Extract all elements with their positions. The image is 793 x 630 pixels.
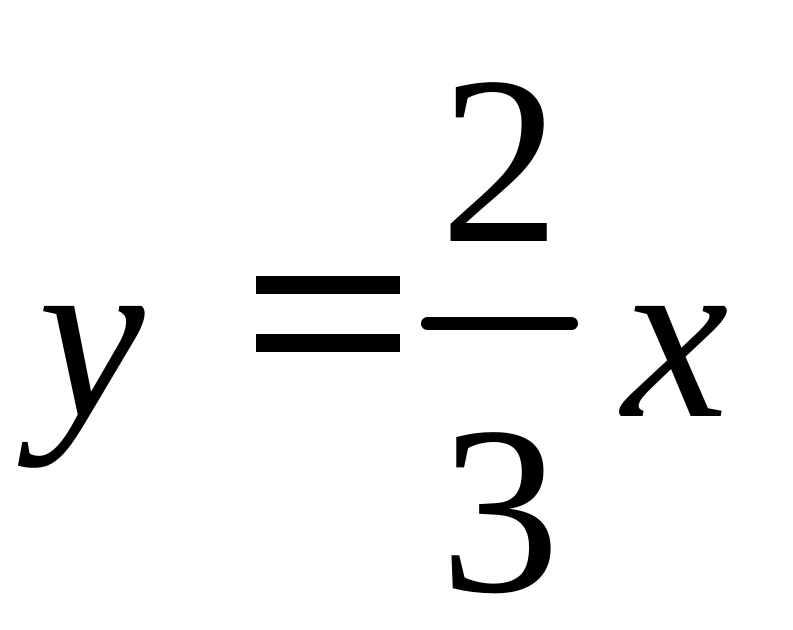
fraction-numerator: 2 [440,27,560,293]
equals-bar-bottom [256,334,400,352]
fraction-denominator: 3 [440,377,560,630]
lhs-variable-y: y [38,202,145,468]
rhs-variable-x: x [622,202,729,468]
fraction-bar [421,317,578,330]
equals-bar-top [256,276,400,294]
